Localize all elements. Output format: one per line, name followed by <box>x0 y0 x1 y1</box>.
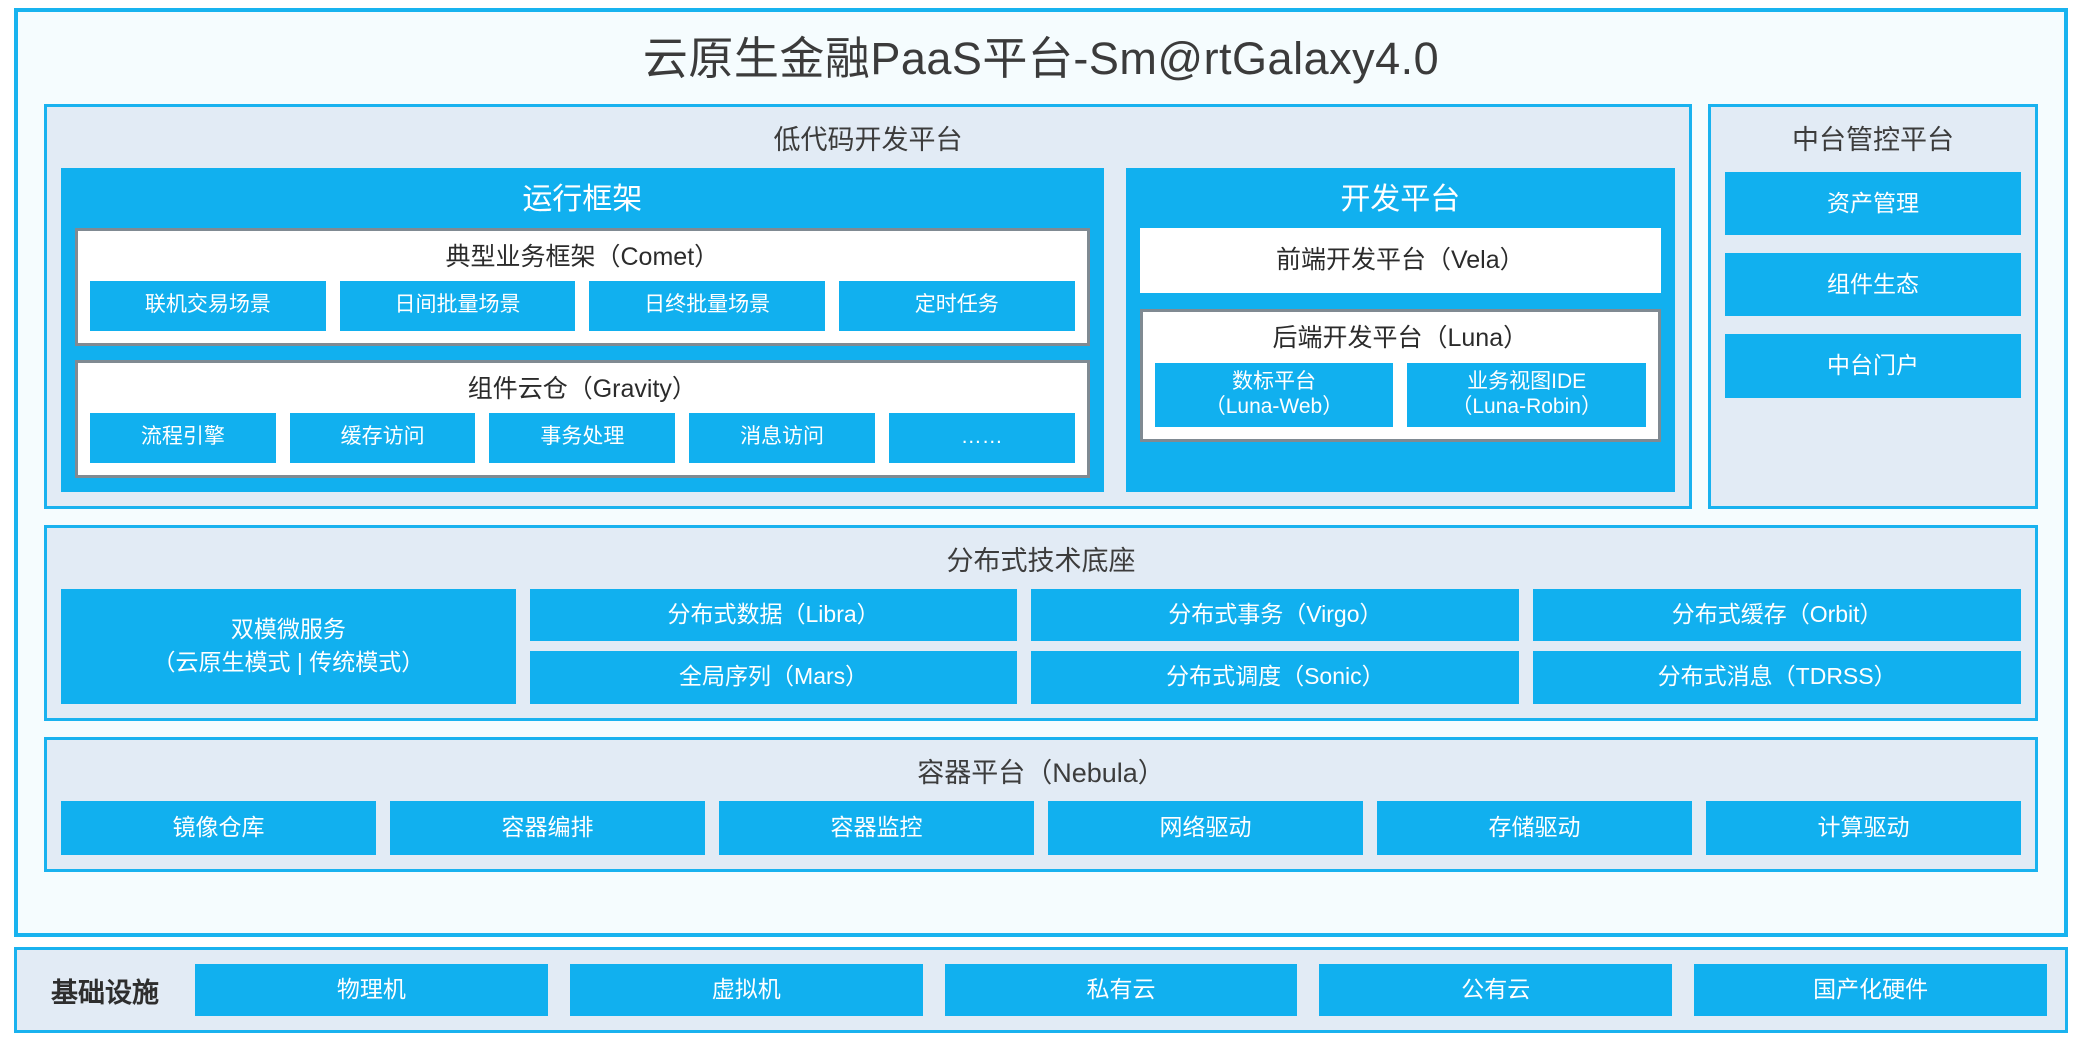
console-item-component-ecosystem[interactable]: 组件生态 <box>1725 252 2021 317</box>
lowcode-platform-title: 低代码开发平台 <box>773 124 963 155</box>
backend-item-luna-web[interactable]: 数标平台 （Luna-Web） <box>1154 363 1394 428</box>
container-item-network-driver[interactable]: 网络驱动 <box>1048 800 1363 856</box>
microservice-column: 双模微服务 （云原生模式 | 传统模式） <box>61 588 516 704</box>
comet-card: 典型业务框架（Comet） 联机交易场景 日间批量场景 日终批量场景 定时任务 <box>75 227 1090 346</box>
gravity-item[interactable]: 事务处理 <box>489 413 676 463</box>
comet-item[interactable]: 日间批量场景 <box>339 281 576 331</box>
gravity-item-more[interactable]: …… <box>888 413 1075 463</box>
distributed-column-2: 分布式事务（Virgo） 分布式调度（Sonic） <box>1031 588 1520 704</box>
lowcode-platform-panel: 低代码开发平台 运行框架 典型业务框架（Comet） 联机交易场景 日间批量场景… <box>44 103 1692 509</box>
microservice-line2: （云原生模式 | 传统模式） <box>152 649 425 676</box>
infrastructure-bar: 基础设施 物理机 虚拟机 私有云 公有云 国产化硬件 <box>14 947 2068 1033</box>
container-item-storage-driver[interactable]: 存储驱动 <box>1377 800 1692 856</box>
container-item-compute-driver[interactable]: 计算驱动 <box>1706 800 2021 856</box>
page-title: 云原生金融PaaS平台-Sm@rtGalaxy4.0 <box>642 33 1440 84</box>
infrastructure-item-virtual-machine[interactable]: 虚拟机 <box>569 963 923 1017</box>
console-platform-panel: 中台管控平台 资产管理 组件生态 中台门户 <box>1708 103 2038 509</box>
gravity-item[interactable]: 流程引擎 <box>90 413 276 463</box>
gravity-card: 组件云仓（Gravity） 流程引擎 缓存访问 事务处理 消息访问 …… <box>75 359 1090 478</box>
distributed-item-libra[interactable]: 分布式数据（Libra） <box>529 588 1018 642</box>
distributed-column-3: 分布式缓存（Orbit） 分布式消息（TDRSS） <box>1533 588 2022 704</box>
console-item-asset-management[interactable]: 资产管理 <box>1725 171 2021 235</box>
comet-item[interactable]: 定时任务 <box>838 281 1075 331</box>
backend-chip-row: 数标平台 （Luna-Web） 业务视图IDE （Luna-Robin） <box>1154 363 1647 428</box>
distributed-item-tdrss[interactable]: 分布式消息（TDRSS） <box>1533 651 2022 704</box>
comet-item[interactable]: 联机交易场景 <box>90 281 326 331</box>
top-region: 低代码开发平台 运行框架 典型业务框架（Comet） 联机交易场景 日间批量场景… <box>44 103 2038 509</box>
main-frame: 云原生金融PaaS平台-Sm@rtGalaxy4.0 低代码开发平台 运行框架 … <box>14 8 2068 937</box>
runtime-framework-box: 运行框架 典型业务框架（Comet） 联机交易场景 日间批量场景 日终批量场景 … <box>61 167 1104 492</box>
gravity-item[interactable]: 缓存访问 <box>289 413 476 463</box>
infrastructure-item-public-cloud[interactable]: 公有云 <box>1319 963 1673 1017</box>
infrastructure-item-private-cloud[interactable]: 私有云 <box>944 963 1298 1017</box>
distributed-item-microservice[interactable]: 双模微服务 （云原生模式 | 传统模式） <box>61 588 516 704</box>
distributed-base-panel: 分布式技术底座 双模微服务 （云原生模式 | 传统模式） 分布式数据（Libra… <box>44 524 2038 721</box>
backend-platform-card: 后端开发平台（Luna） 数标平台 （Luna-Web） 业务视图IDE （Lu… <box>1139 309 1661 443</box>
development-platform-box: 开发平台 前端开发平台（Vela） 后端开发平台（Luna） 数标平台 （Lun… <box>1125 167 1675 492</box>
backend-item-line1: 业务视图IDE <box>1467 370 1587 394</box>
container-platform-title: 容器平台（Nebula） <box>917 757 1165 788</box>
infrastructure-label: 基础设施 <box>51 977 159 1008</box>
container-item-row: 镜像仓库 容器编排 容器监控 网络驱动 存储驱动 计算驱动 <box>61 800 2021 856</box>
distributed-grid: 双模微服务 （云原生模式 | 传统模式） 分布式数据（Libra） 全局序列（M… <box>61 588 2022 704</box>
infrastructure-item-domestic-hardware[interactable]: 国产化硬件 <box>1694 963 2047 1017</box>
backend-item-line1: 数标平台 <box>1231 370 1316 394</box>
comet-chip-row: 联机交易场景 日间批量场景 日终批量场景 定时任务 <box>90 281 1075 331</box>
distributed-item-virgo[interactable]: 分布式事务（Virgo） <box>1031 588 1520 642</box>
backend-platform-title: 后端开发平台（Luna） <box>1272 324 1529 353</box>
infrastructure-item-physical-machine[interactable]: 物理机 <box>195 963 548 1017</box>
comet-item[interactable]: 日终批量场景 <box>589 281 825 331</box>
console-platform-title: 中台管控平台 <box>1792 124 1954 155</box>
container-item-orchestration[interactable]: 容器编排 <box>390 800 705 856</box>
development-platform-title: 开发平台 <box>1340 182 1461 216</box>
gravity-item[interactable]: 消息访问 <box>689 413 875 463</box>
distributed-column-1: 分布式数据（Libra） 全局序列（Mars） <box>529 588 1018 704</box>
distributed-item-mars[interactable]: 全局序列（Mars） <box>529 651 1018 704</box>
gravity-title: 组件云仓（Gravity） <box>467 374 697 403</box>
backend-item-line2: （Luna-Robin） <box>1451 395 1602 419</box>
distributed-item-orbit[interactable]: 分布式缓存（Orbit） <box>1533 588 2022 642</box>
infrastructure-items: 物理机 虚拟机 私有云 公有云 国产化硬件 <box>195 963 2047 1017</box>
container-platform-panel: 容器平台（Nebula） 镜像仓库 容器编排 容器监控 网络驱动 存储驱动 计算… <box>44 736 2038 873</box>
console-button-stack: 资产管理 组件生态 中台门户 <box>1725 168 2021 398</box>
runtime-framework-title: 运行框架 <box>522 182 643 216</box>
distributed-base-title: 分布式技术底座 <box>946 545 1136 576</box>
gravity-chip-row: 流程引擎 缓存访问 事务处理 消息访问 …… <box>90 413 1075 463</box>
container-item-monitoring[interactable]: 容器监控 <box>719 800 1034 856</box>
backend-item-luna-robin[interactable]: 业务视图IDE （Luna-Robin） <box>1407 363 1647 428</box>
comet-title: 典型业务框架（Comet） <box>445 242 720 271</box>
backend-item-line2: （Luna-Web） <box>1204 395 1344 419</box>
console-item-portal[interactable]: 中台门户 <box>1725 334 2021 398</box>
frontend-platform-item[interactable]: 前端开发平台（Vela） <box>1139 227 1661 294</box>
container-item-image-registry[interactable]: 镜像仓库 <box>61 800 376 856</box>
distributed-item-sonic[interactable]: 分布式调度（Sonic） <box>1031 651 1520 704</box>
microservice-line1: 双模微服务 <box>230 615 346 642</box>
lowcode-platform-body: 运行框架 典型业务框架（Comet） 联机交易场景 日间批量场景 日终批量场景 … <box>61 167 1675 492</box>
